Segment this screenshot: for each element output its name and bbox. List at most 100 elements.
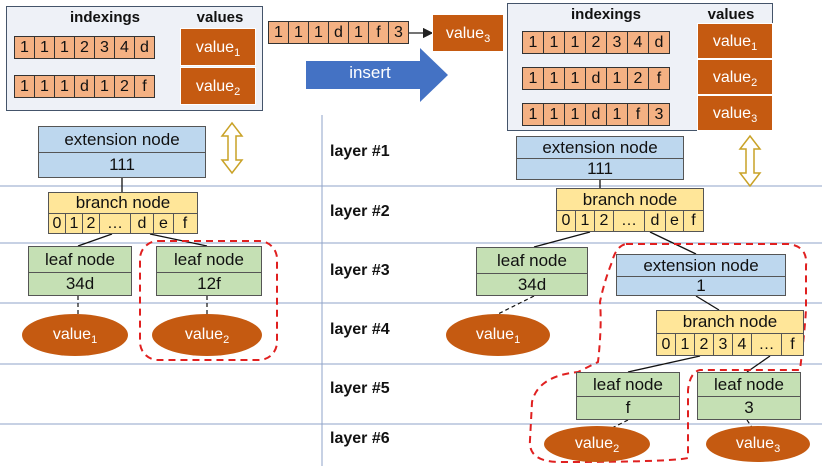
node-key: f — [625, 398, 631, 417]
node-title: extension node — [517, 137, 683, 159]
value-sub: 2 — [751, 77, 758, 90]
layer-label: layer #6 — [330, 430, 390, 447]
value-sub: 3 — [484, 33, 491, 46]
index-cell: 1 — [522, 31, 544, 54]
index-cell: d — [74, 75, 95, 98]
index-cell: 2 — [627, 67, 649, 90]
index-cell: 1 — [54, 36, 75, 59]
index-cell: 1 — [94, 75, 115, 98]
node-title: leaf node — [157, 247, 261, 273]
branch-slot: 0 — [49, 214, 66, 234]
index-cell: 1 — [543, 31, 565, 54]
extension-node: extension node 111 — [38, 126, 206, 178]
node-title: leaf node — [577, 373, 679, 397]
index-cell: 1 — [34, 36, 55, 59]
indexings-header: indexings — [570, 6, 641, 23]
value-sub: 1 — [91, 334, 98, 347]
node-key: 12f — [197, 274, 221, 293]
value-box: value2 — [180, 67, 256, 105]
node-title: branch node — [557, 189, 703, 211]
branch-slot: d — [131, 214, 154, 234]
node-title: extension node — [617, 255, 785, 277]
index-cell: 1 — [564, 103, 586, 126]
branch-slot: 1 — [676, 334, 695, 355]
node-key: 111 — [109, 155, 135, 174]
leaf-node: leaf node f — [576, 372, 680, 420]
value-box: value2 — [697, 59, 773, 95]
value-oval: value2 — [544, 426, 650, 462]
value-text: value — [735, 435, 775, 452]
node-title: branch node — [49, 193, 197, 214]
index-cell: d — [585, 103, 607, 126]
value-sub: 2 — [223, 334, 230, 347]
value-box: value3 — [697, 95, 773, 131]
branch-slot: 4 — [733, 334, 752, 355]
leaf-node: leaf node 34d — [28, 246, 132, 296]
index-cell: 1 — [288, 21, 309, 44]
index-cell: 2 — [585, 31, 607, 54]
value-sub: 3 — [774, 443, 781, 456]
value-text: value — [184, 326, 224, 343]
index-cell: f — [134, 75, 155, 98]
node-title: branch node — [657, 311, 803, 334]
index-cell: 1 — [308, 21, 329, 44]
branch-slot: e — [154, 214, 174, 234]
index-cell: 3 — [648, 103, 670, 126]
index-cell: 1 — [564, 31, 586, 54]
node-title: leaf node — [698, 373, 800, 397]
leaf-node: leaf node 12f — [156, 246, 262, 296]
node-key: 34d — [517, 275, 547, 294]
extension-node: extension node 1 — [616, 254, 786, 296]
index-cell: 1 — [34, 75, 55, 98]
value-sub: 1 — [514, 334, 521, 347]
node-key: 3 — [744, 398, 754, 417]
index-cell: d — [328, 21, 349, 44]
layer-label: layer #1 — [330, 143, 390, 160]
value-oval: value2 — [152, 314, 262, 356]
index-cell: d — [134, 36, 155, 59]
index-cell: 3 — [606, 31, 628, 54]
index-cell: 4 — [114, 36, 135, 59]
highlight-left — [139, 240, 278, 361]
double-arrow-left — [220, 121, 244, 175]
value-text: value — [445, 25, 485, 42]
branch-slot: f — [691, 212, 696, 229]
value-oval: value1 — [446, 314, 550, 356]
branch-slot: e — [666, 211, 684, 231]
layer-label: layer #2 — [330, 203, 390, 220]
branch-slot: f — [790, 336, 795, 353]
index-cell: 1 — [606, 67, 628, 90]
value-text: value — [574, 435, 614, 452]
highlight-right — [528, 243, 808, 464]
value-box: value1 — [180, 28, 256, 66]
index-cell: 1 — [543, 103, 565, 126]
value-sub: 1 — [234, 47, 241, 60]
insert-label: insert — [349, 63, 391, 82]
branch-slot: 1 — [66, 214, 83, 234]
branch-slot: f — [182, 215, 188, 232]
index-cell: f — [368, 21, 389, 44]
node-title: leaf node — [29, 247, 131, 273]
value-sub: 2 — [613, 443, 620, 456]
index-cell: 1 — [564, 67, 586, 90]
branch-slot: 2 — [695, 334, 714, 355]
extension-node: extension node 111 — [516, 136, 684, 180]
indexings-header: indexings — [69, 9, 140, 26]
node-title: extension node — [39, 127, 205, 153]
index-cell: 1 — [14, 75, 35, 98]
value-oval: value1 — [22, 314, 128, 356]
insert-arrow-shape — [306, 48, 448, 102]
index-cell: 2 — [74, 36, 95, 59]
value-text: value — [475, 326, 515, 343]
value-box: value1 — [697, 23, 773, 59]
branch-slot: 0 — [657, 334, 676, 355]
branch-slot: d — [645, 211, 666, 231]
value-text: value — [195, 39, 235, 56]
branch-slot: 3 — [714, 334, 733, 355]
node-key: 111 — [587, 159, 613, 178]
layer-label: layer #3 — [330, 262, 390, 279]
